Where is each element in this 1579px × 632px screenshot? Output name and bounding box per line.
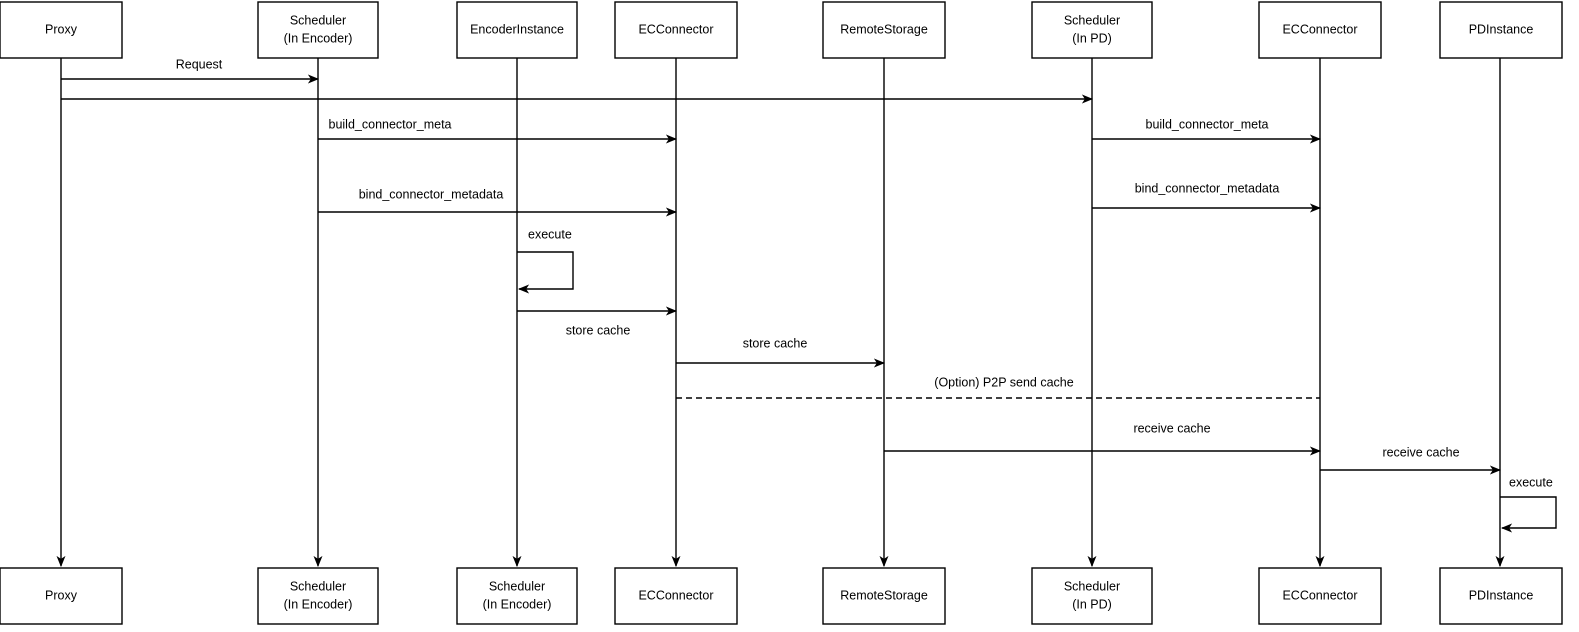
participant-header-proxy[interactable]: Proxy <box>0 1 123 59</box>
participant-footer-scheduler_enc[interactable]: Scheduler (In Encoder) <box>257 567 379 625</box>
self-message-label: execute <box>1509 475 1553 489</box>
participant-sublabel: (In Encoder) <box>284 597 353 611</box>
message-label: (Option) P2P send cache <box>934 375 1073 389</box>
participant-label: ECConnector <box>1282 22 1357 36</box>
message-label: receive cache <box>1133 421 1210 435</box>
message-label: bind_connector_metadata <box>359 187 504 201</box>
participant-label: Scheduler <box>1064 579 1120 593</box>
participant-footer-pd_instance[interactable]: PDInstance <box>1439 567 1563 625</box>
self-message-arrow <box>1500 496 1557 533</box>
participant-label: Scheduler <box>290 579 346 593</box>
participant-sublabel: (In Encoder) <box>483 597 552 611</box>
message-m11[interactable]: receive cache <box>1320 445 1502 475</box>
participant-header-boxes: Proxy Scheduler (In Encoder) EncoderInstanc… <box>0 1 1563 59</box>
participant-footer-ec_connector_l[interactable]: ECConnector <box>614 567 738 625</box>
self-messages: execute execute <box>517 227 1557 533</box>
message-label: store cache <box>743 336 808 350</box>
participant-header-scheduler_pd[interactable]: Scheduler (In PD) <box>1031 1 1153 59</box>
self-message-label: execute <box>528 227 572 241</box>
participant-label: Proxy <box>45 588 78 602</box>
participant-footer-boxes: Proxy Scheduler (In Encoder) Scheduler (In E… <box>0 567 1563 625</box>
message-label: Request <box>176 57 223 71</box>
participant-label: ECConnector <box>638 22 713 36</box>
participant-footer-scheduler_pd[interactable]: Scheduler (In PD) <box>1031 567 1153 625</box>
participant-header-pd_instance[interactable]: PDInstance <box>1439 1 1563 59</box>
participant-header-remote_storage[interactable]: RemoteStorage <box>822 1 946 59</box>
participant-footer-proxy[interactable]: Proxy <box>0 567 123 625</box>
message-m10[interactable]: receive cache <box>884 421 1322 456</box>
self-message-arrow <box>517 251 574 294</box>
participant-sublabel: (In Encoder) <box>284 31 353 45</box>
participant-sublabel: (In PD) <box>1072 597 1112 611</box>
participant-footer-remote_storage[interactable]: RemoteStorage <box>822 567 946 625</box>
participant-header-encoder_instance[interactable]: EncoderInstance <box>456 1 578 59</box>
participant-label: Scheduler <box>290 13 346 27</box>
message-m9[interactable]: (Option) P2P send cache <box>676 375 1320 399</box>
message-label: build_connector_meta <box>1146 117 1269 131</box>
message-label: build_connector_meta <box>329 117 452 131</box>
message-m4[interactable]: build_connector_meta <box>1092 117 1322 144</box>
participant-label: RemoteStorage <box>840 22 928 36</box>
lifelines <box>56 58 1505 568</box>
participant-label: RemoteStorage <box>840 588 928 602</box>
message-m7[interactable]: store cache <box>517 306 678 337</box>
message-m1[interactable]: Request <box>61 57 320 84</box>
message-m3[interactable]: build_connector_meta <box>318 117 678 144</box>
message-m5[interactable]: bind_connector_metadata <box>318 187 678 217</box>
participant-label: ECConnector <box>638 588 713 602</box>
participant-label: EncoderInstance <box>470 22 564 36</box>
participant-sublabel: (In PD) <box>1072 31 1112 45</box>
participant-label: ECConnector <box>1282 588 1357 602</box>
participant-label: Proxy <box>45 22 78 36</box>
message-label: store cache <box>566 323 631 337</box>
message-label: receive cache <box>1382 445 1459 459</box>
participant-label: PDInstance <box>1469 22 1534 36</box>
participant-label: PDInstance <box>1469 588 1534 602</box>
self-message-s1[interactable]: execute <box>517 227 574 294</box>
participant-footer-encoder_instance[interactable]: Scheduler (In Encoder) <box>456 567 578 625</box>
message-m6[interactable]: bind_connector_metadata <box>1092 181 1322 213</box>
participant-header-scheduler_enc[interactable]: Scheduler (In Encoder) <box>257 1 379 59</box>
message-label: bind_connector_metadata <box>1135 181 1280 195</box>
message-m8[interactable]: store cache <box>676 336 886 368</box>
participant-header-ec_connector_l[interactable]: ECConnector <box>614 1 738 59</box>
messages: Request build_connector_meta build_connect… <box>61 57 1502 475</box>
participant-header-ec_connector_r[interactable]: ECConnector <box>1258 1 1382 59</box>
participant-label: Scheduler <box>1064 13 1120 27</box>
self-message-s2[interactable]: execute <box>1500 475 1557 533</box>
participant-label: Scheduler <box>489 579 545 593</box>
participant-footer-ec_connector_r[interactable]: ECConnector <box>1258 567 1382 625</box>
